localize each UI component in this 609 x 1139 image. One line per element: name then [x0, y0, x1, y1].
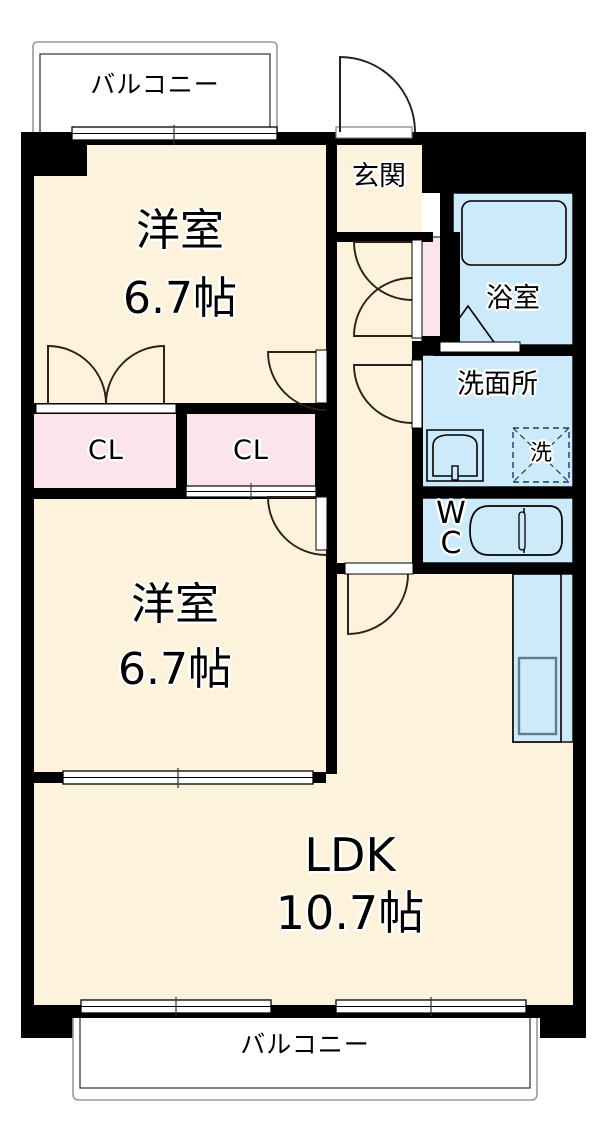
wall-ldk-left [326, 574, 337, 774]
balcony-bottom [72, 1018, 538, 1101]
window-balcony-top [71, 125, 278, 145]
sash-bedroom-lower [315, 496, 328, 551]
sash-bath-door [439, 341, 521, 353]
sash-ldk-door [344, 562, 414, 575]
door-closet-upper-left [47, 345, 107, 405]
closet-lower-fill [185, 411, 327, 491]
entrance-fill [336, 132, 422, 232]
fixtures [426, 200, 570, 743]
walls [21, 132, 586, 1038]
door-hallcloset-lower [353, 277, 413, 337]
kitchen-sink-icon [517, 656, 558, 736]
sash-hallcloset [411, 239, 423, 339]
door-entry [339, 56, 416, 133]
wall-toilet-left [412, 498, 423, 564]
wall-entrance-bottom [336, 232, 432, 242]
window-balcony-bottom-right [335, 997, 527, 1016]
closet-upper-fill [32, 411, 180, 491]
bathtub-icon [461, 200, 567, 266]
kitchen-counter-icon [512, 573, 562, 743]
sash-washroom-door [411, 359, 423, 429]
wall-hall-left [326, 132, 337, 363]
wall-hallcloset-right [450, 232, 460, 346]
wall-bottom-right-notch [540, 1005, 586, 1038]
bedroom-lower-fill [33, 497, 326, 781]
door-washroom [353, 364, 413, 424]
sink-icon [426, 429, 484, 482]
toilet-icon [469, 505, 563, 556]
wall-bath-right [573, 132, 586, 362]
balcony-top [32, 41, 278, 132]
sliding-door-bedroom-ldk [62, 768, 314, 788]
window-balcony-bottom-left [80, 997, 272, 1016]
sash-entry-door [335, 126, 413, 139]
wall-closet-divider [176, 403, 187, 499]
wall-hall-left-2 [326, 363, 337, 573]
wall-closet-right [315, 403, 326, 499]
wall-bath-left-upper [440, 145, 453, 345]
wall-hallcloset-bottom [422, 336, 460, 346]
wall-toilet-bottom [412, 563, 586, 574]
door-hallcloset-upper [353, 241, 413, 301]
door-ldk [347, 573, 409, 635]
door-bath-folding [439, 304, 497, 346]
sash-closet-upper [35, 403, 177, 414]
sash-bedroom-upper [315, 349, 328, 404]
wall-washroom-bottom [412, 487, 586, 498]
windows [35, 125, 527, 1016]
toilet-outline [421, 497, 574, 564]
sliding-door-closet-lower [185, 483, 317, 500]
wall-bathdoor-area [440, 132, 453, 194]
wall-left [21, 132, 34, 1038]
doors [47, 56, 521, 635]
door-closet-upper-right [105, 345, 165, 405]
washing-machine-space-icon [512, 427, 570, 483]
